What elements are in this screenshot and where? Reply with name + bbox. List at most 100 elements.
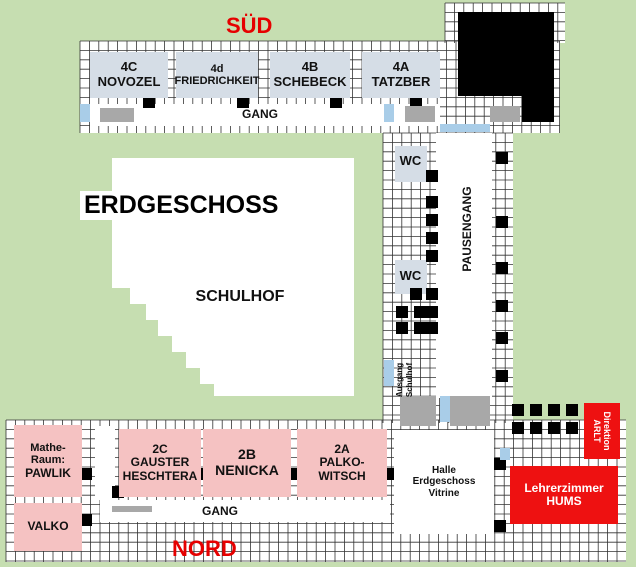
room-4b[interactable]: 4B SCHEBECK [270, 52, 350, 98]
room-math-line1: Mathe- [30, 441, 66, 454]
room-valko[interactable]: VALKO [17, 505, 79, 549]
grey-marker [400, 396, 436, 426]
wall-marker [530, 404, 542, 416]
wall-marker [494, 520, 506, 532]
room-2a[interactable]: 2A PALKO- WITSCH [300, 432, 384, 494]
break-corridor [436, 133, 492, 398]
wall-marker [512, 422, 524, 434]
compass-north-label: NORD [172, 536, 237, 561]
wall-marker [566, 422, 578, 434]
courtyard-exit[interactable]: Ausgang Schulhof [395, 355, 415, 405]
room-2b[interactable]: 2B NENICKA [206, 432, 288, 494]
wall-marker [548, 422, 560, 434]
south-corridor [90, 104, 440, 126]
north-stair-gap [95, 426, 115, 500]
break-corridor-label: PAUSENGANG [460, 186, 474, 272]
wall-marker [237, 96, 249, 108]
room-4c-number: 4C [120, 59, 138, 75]
wc-box [395, 146, 427, 182]
wc-lower[interactable]: WC [399, 267, 422, 283]
room-4b-number: 4B [301, 59, 319, 75]
room-math-teacher: PAWLIK [25, 465, 71, 480]
room-2c-number: 2C [152, 441, 168, 456]
room-4a-teacher: TATZBER [371, 74, 431, 89]
grey-marker [490, 106, 520, 122]
room-2b-teacher: NENICKA [215, 462, 279, 478]
ground-floor-hall[interactable]: Halle Erdgeschoss Vitrine [396, 432, 492, 532]
wall-marker [80, 514, 92, 526]
wall-marker [426, 288, 438, 300]
wall-marker [410, 288, 422, 300]
wall-marker [530, 104, 542, 116]
grey-marker [405, 106, 435, 122]
courtyard-exit-line2: Schulhof [405, 362, 414, 398]
room-4a-number: 4A [392, 59, 410, 75]
window-marker [440, 396, 450, 422]
wall-marker [330, 96, 342, 108]
black-block [458, 12, 554, 96]
north-corridor-label: GANG [202, 504, 238, 519]
staff-room-hums[interactable]: Lehrerzimmer HUMS [512, 468, 616, 522]
direction-office-label: Direktion ARLT [592, 403, 612, 459]
wall-marker [426, 306, 438, 318]
wall-marker [548, 404, 560, 416]
room-4b-teacher: SCHEBECK [273, 74, 347, 89]
wall-marker [426, 250, 438, 262]
wall-marker [396, 306, 408, 318]
hall-line1: Halle [432, 465, 456, 477]
wall-marker [414, 306, 426, 318]
wall-marker [566, 404, 578, 416]
courtyard-exit-line1: Ausgang [395, 362, 404, 398]
grey-marker [100, 108, 134, 122]
wall-marker [426, 322, 438, 334]
window-marker [384, 360, 394, 386]
staff-room-teacher: HUMS [546, 494, 582, 508]
room-2a-teacher1: PALKO- [319, 455, 365, 470]
wc-upper[interactable]: WC [399, 152, 422, 168]
wall-marker [426, 196, 438, 208]
room-4c[interactable]: 4C NOVOZEL [90, 52, 168, 98]
hall-line2: Erdgeschoss [412, 476, 476, 488]
wall-marker [414, 322, 426, 334]
wall-marker [426, 214, 438, 226]
room-valko-label: VALKO [27, 519, 69, 534]
wall-marker [496, 262, 508, 274]
wall-marker [496, 152, 508, 164]
wall-marker [496, 332, 508, 344]
window-marker [500, 448, 510, 460]
room-2b-number: 2B [238, 446, 256, 463]
north-corridor [100, 500, 390, 522]
wall-marker [512, 404, 524, 416]
wall-marker [496, 370, 508, 382]
south-corridor-label: GANG [242, 107, 278, 122]
direction-line1: Direktion [602, 411, 612, 451]
room-4d-number: 4d [210, 62, 224, 75]
room-4d-teacher: FRIEDRICHKEIT [174, 75, 260, 87]
room-2c-teacher1: GAUSTER [130, 455, 190, 470]
hall-line3: Vitrine [428, 487, 460, 499]
direction-line2: ARLT [592, 419, 602, 443]
window-marker [384, 104, 394, 122]
grey-marker [112, 506, 152, 512]
wall-marker [496, 300, 508, 312]
wall-marker [426, 232, 438, 244]
window-marker [80, 104, 90, 122]
staff-room-label: Lehrerzimmer [524, 480, 604, 495]
wall-marker [494, 458, 506, 470]
wall-marker [80, 468, 92, 480]
room-4d[interactable]: 4d FRIEDRICHKEIT [174, 52, 260, 98]
room-4a[interactable]: 4A TATZBER [362, 52, 440, 98]
grey-marker [450, 396, 490, 426]
direction-office[interactable]: Direktion ARLT [586, 405, 618, 457]
room-2a-teacher2: WITSCH [318, 468, 366, 483]
room-2c[interactable]: 2C GAUSTER HESCHTERA [122, 432, 198, 494]
wall-marker [410, 96, 422, 108]
room-4c-teacher: NOVOZEL [97, 74, 161, 89]
wall-marker [426, 170, 438, 182]
floor-title: ERDGESCHOSS [80, 191, 283, 220]
room-math-pawlik[interactable]: Mathe- Raum: PAWLIK [17, 428, 79, 494]
window-marker [440, 124, 490, 132]
courtyard-label: SCHULHOF [195, 288, 285, 306]
compass-south-label: SÜD [226, 13, 273, 38]
